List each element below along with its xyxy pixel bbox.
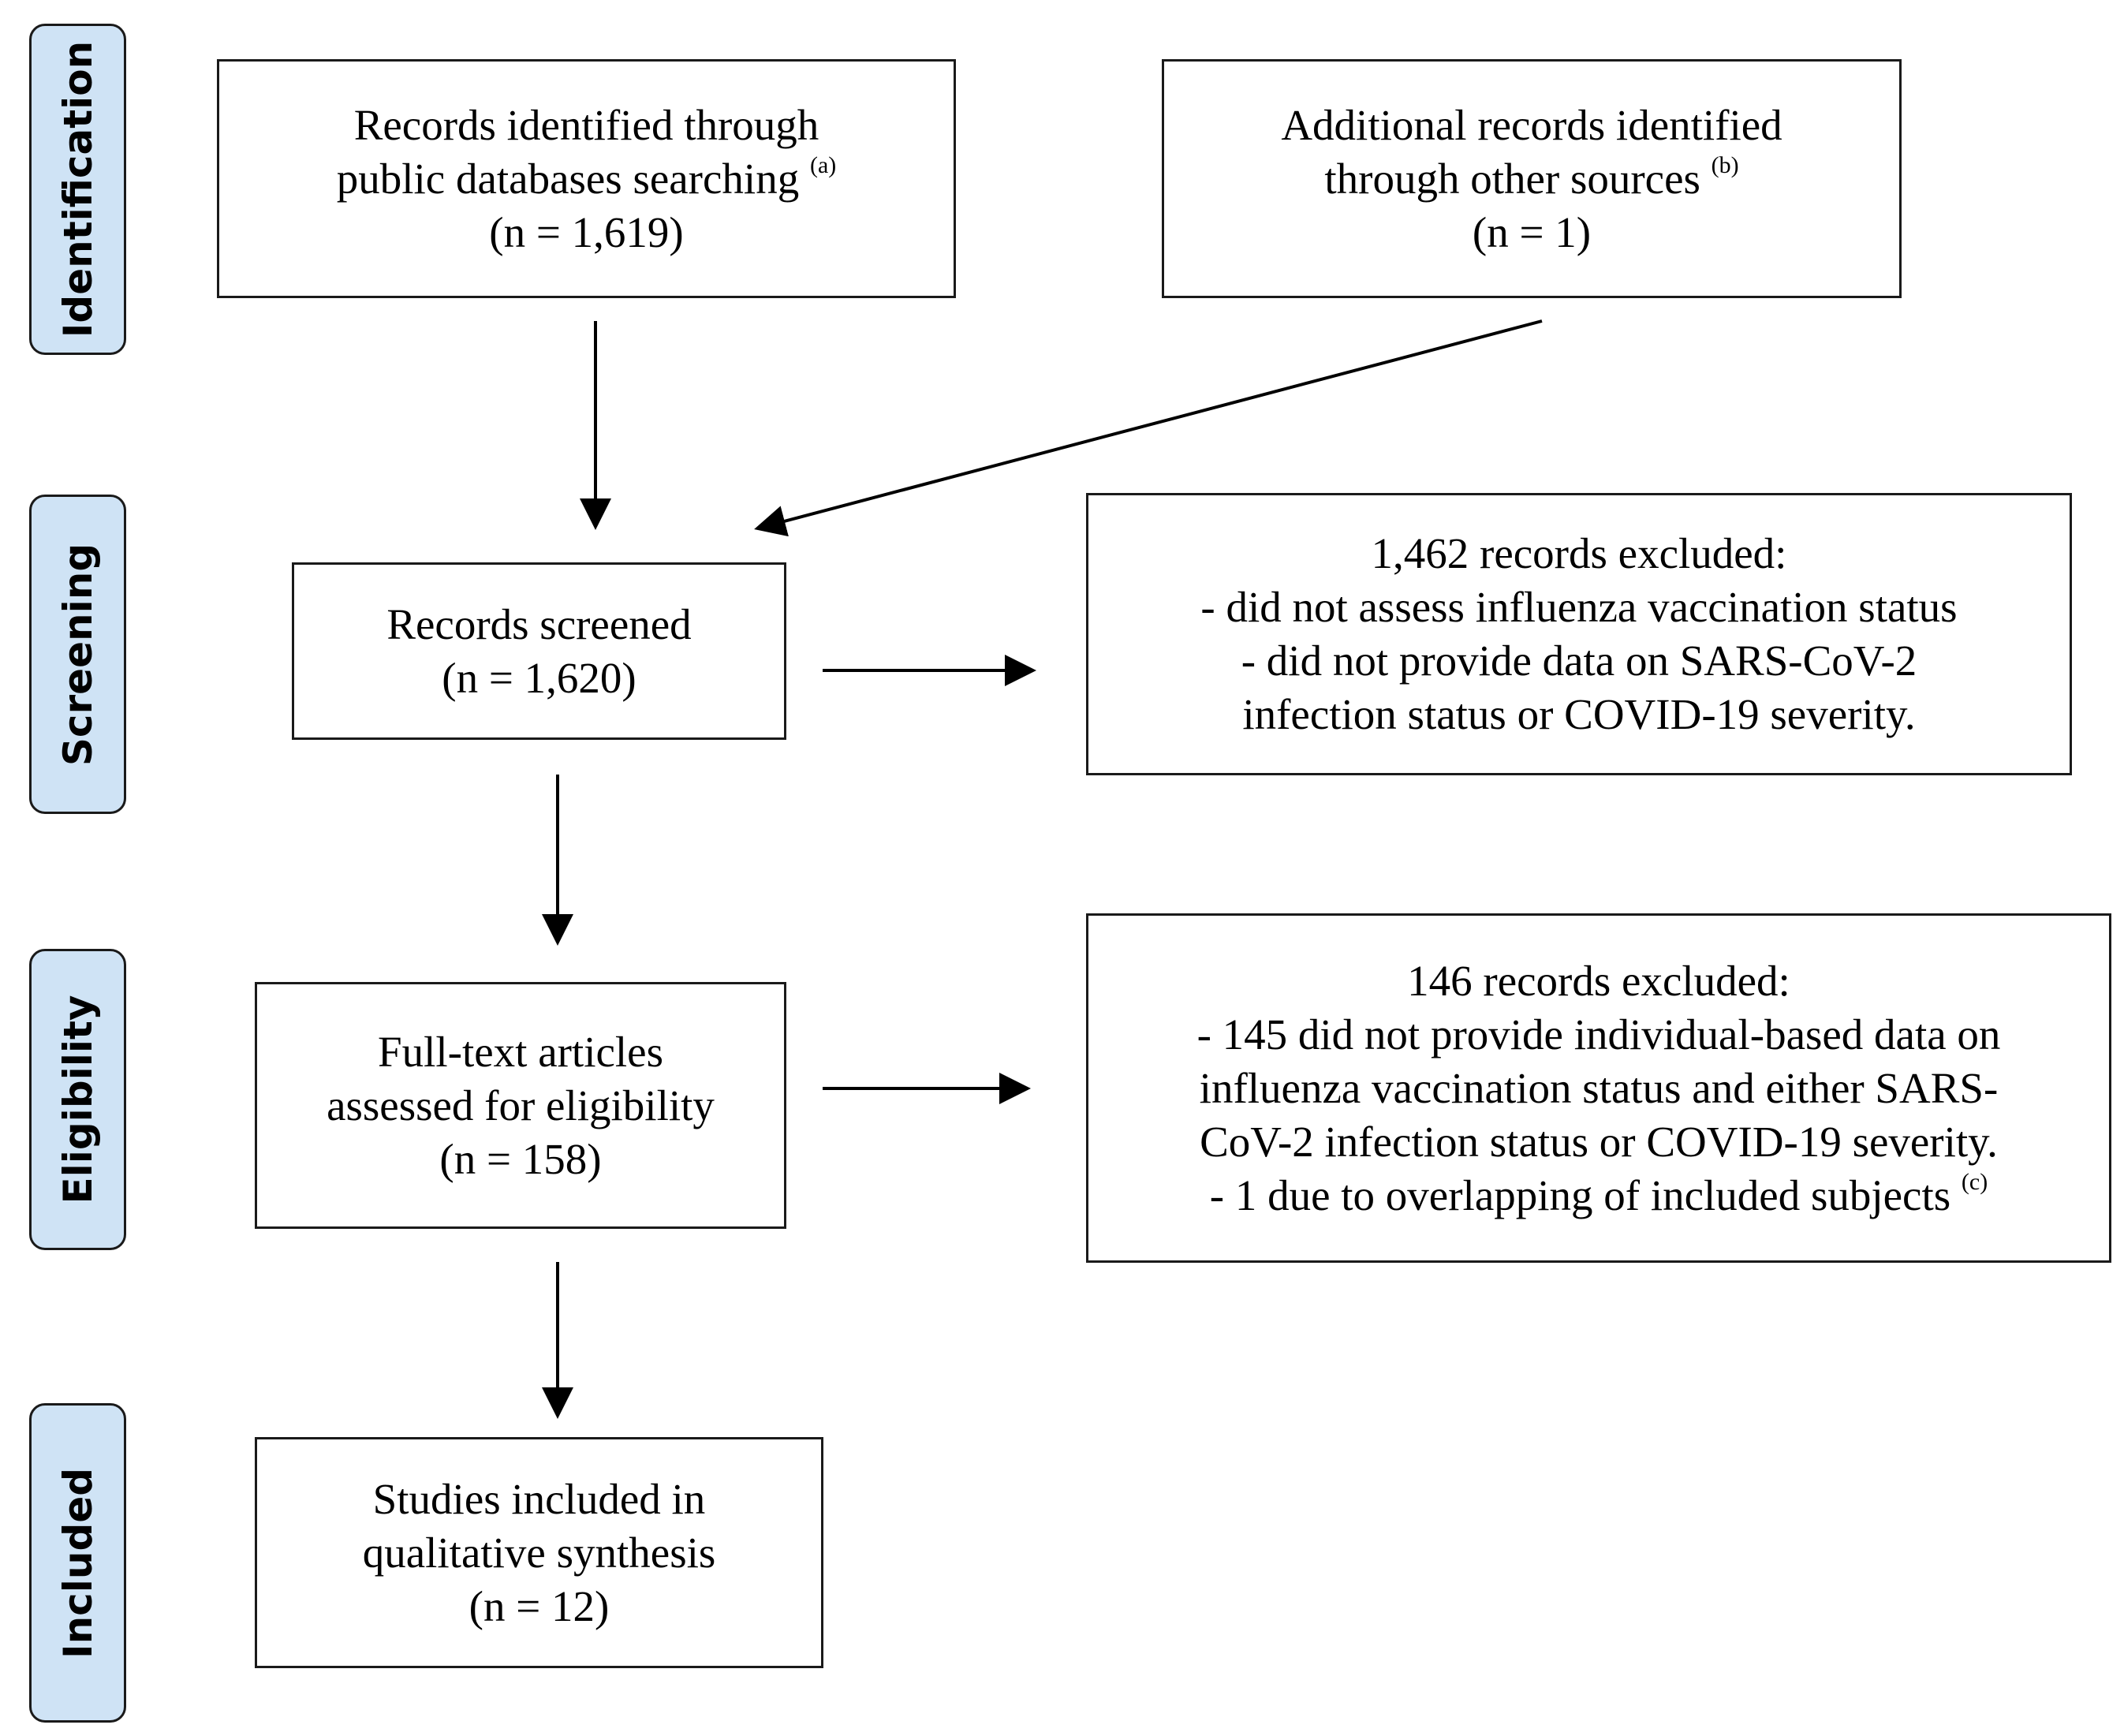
databases-line1: Records identified through — [353, 100, 819, 149]
databases-line2-text: public databases searching — [336, 154, 800, 203]
full-text-count: (n = 158) — [439, 1134, 602, 1183]
databases-count: (n = 1,619) — [489, 207, 684, 256]
other-sources-line2: through other sources (b) — [1324, 152, 1738, 206]
elig-excluded-note: (c) — [1961, 1168, 1988, 1195]
screen-excluded-line3: - did not provide data on SARS-CoV-2 — [1241, 637, 1917, 685]
phase-screening: Screening — [29, 495, 126, 814]
databases-box: Records identified through public databa… — [217, 59, 956, 298]
full-text-line2: assessed for eligibility — [327, 1081, 715, 1129]
elig-excluded-line3: influenza vaccination status and either … — [1199, 1063, 1999, 1112]
full-text-line1: Full-text articles — [378, 1027, 663, 1076]
elig-excluded-line5-text: - 1 due to overlapping of included subje… — [1209, 1170, 1951, 1219]
elig-excluded-line4: CoV-2 infection status or COVID-19 sever… — [1200, 1117, 1998, 1166]
phase-included: Included — [29, 1403, 126, 1723]
screen-excluded-line2: - did not assess influenza vaccination s… — [1200, 583, 1958, 631]
elig-excluded-box: 146 records excluded: - 145 did not prov… — [1086, 913, 2111, 1263]
screened-count: (n = 1,620) — [442, 653, 636, 702]
included-line2: qualitative synthesis — [362, 1528, 716, 1577]
phase-identification: Identification — [29, 24, 126, 355]
elig-excluded-line5: - 1 due to overlapping of included subje… — [1210, 1169, 1988, 1223]
screened-line1: Records screened — [386, 599, 692, 648]
screen-excluded-line4: infection status or COVID-19 severity. — [1242, 690, 1916, 738]
phase-eligibility: Eligibility — [29, 949, 126, 1250]
other-sources-box: Additional records identified through ot… — [1162, 59, 1902, 298]
included-count: (n = 12) — [468, 1581, 610, 1630]
databases-line2: public databases searching (a) — [337, 152, 837, 206]
elig-excluded-line2: - 145 did not provide individual-based d… — [1196, 1010, 2001, 1058]
screen-excluded-box: 1,462 records excluded: - did not assess… — [1086, 493, 2072, 775]
other-sources-note: (b) — [1711, 151, 1739, 178]
arrow-other-to-screened — [754, 319, 1543, 537]
other-sources-line2-text: through other sources — [1324, 154, 1700, 203]
screened-box: Records screened (n = 1,620) — [292, 562, 786, 740]
screen-excluded-line1: 1,462 records excluded: — [1371, 529, 1787, 577]
included-box: Studies included in qualitative synthesi… — [255, 1437, 823, 1668]
elig-excluded-line1: 146 records excluded: — [1407, 956, 1790, 1005]
full-text-box: Full-text articles assessed for eligibil… — [255, 982, 786, 1229]
other-sources-count: (n = 1) — [1472, 207, 1592, 256]
other-sources-line1: Additional records identified — [1281, 100, 1782, 149]
included-line1: Studies included in — [372, 1474, 706, 1523]
databases-note: (a) — [809, 151, 837, 178]
